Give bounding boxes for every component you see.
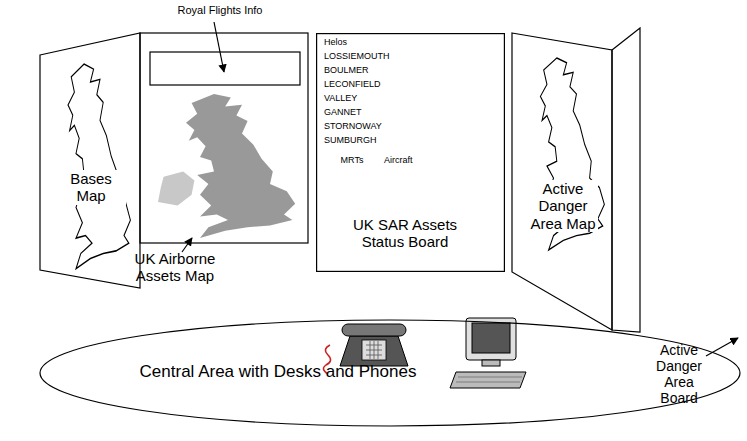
table-cell: BOULMER xyxy=(324,65,408,76)
text-area: Active Danger Area Map xyxy=(528,180,598,233)
text-area: UK SAR Assets Status Board xyxy=(330,216,480,251)
label-holder: STORNOWAY xyxy=(324,121,408,132)
map-panel: Active Danger Area Map xyxy=(510,30,614,332)
node-label: Central Area with Desks and Phones xyxy=(88,362,468,382)
table-cell: LOSSIEMOUTH xyxy=(324,51,408,62)
table-cell: Aircraft xyxy=(384,155,494,166)
label-holder: UK Airborne Assets Map xyxy=(112,250,238,285)
map-panel xyxy=(140,33,308,243)
text-area: Bases Map xyxy=(56,170,126,205)
label-holder: VALLEY xyxy=(324,93,408,104)
label-holder: GANNET xyxy=(324,107,408,118)
table-cell: MRTs xyxy=(326,155,378,166)
label-holder: LECONFIELD xyxy=(324,79,408,90)
callout-label: Active Danger Area Board xyxy=(650,342,708,406)
edge-board xyxy=(612,28,640,332)
node-outline xyxy=(38,30,142,292)
callout-label: Royal Flights Info xyxy=(150,4,290,17)
table-cell: STORNOWAY xyxy=(324,121,408,132)
table-cell: GANNET xyxy=(324,107,408,118)
uk-map-filled xyxy=(158,94,295,238)
node-label: UK SAR Assets Status Board xyxy=(330,216,480,251)
callout-label: UK Airborne Assets Map xyxy=(112,250,238,285)
label-holder: MRTs xyxy=(326,155,378,166)
panel-fill xyxy=(40,33,140,288)
label-holder: SUMBURGH xyxy=(324,135,408,146)
royal-flights-box xyxy=(150,52,300,85)
label-holder: Active Danger Area Board xyxy=(650,342,708,406)
computer-icon xyxy=(450,318,526,388)
text-area: Central Area with Desks and Phones xyxy=(88,362,468,382)
panel-fill xyxy=(512,33,612,330)
node-label: Bases Map xyxy=(56,170,126,205)
label-holder: Helos xyxy=(324,37,408,48)
table-cell: VALLEY xyxy=(324,93,408,104)
uk-map xyxy=(68,64,130,269)
label-holder: Aircraft xyxy=(384,155,494,166)
table-cell: Helos xyxy=(324,37,408,48)
table-cell: LECONFIELD xyxy=(324,79,408,90)
node-label: Active Danger Area Map xyxy=(528,180,598,232)
label-holder: LOSSIEMOUTH xyxy=(324,51,408,62)
label-holder: BOULMER xyxy=(324,65,408,76)
label-holder: Royal Flights Info xyxy=(150,4,290,17)
table-cell: SUMBURGH xyxy=(324,135,408,146)
leader-arrows xyxy=(58,22,738,356)
map-panel: Bases Map xyxy=(38,30,142,292)
central-area-ellipse: Central Area with Desks and Phones xyxy=(38,318,742,428)
